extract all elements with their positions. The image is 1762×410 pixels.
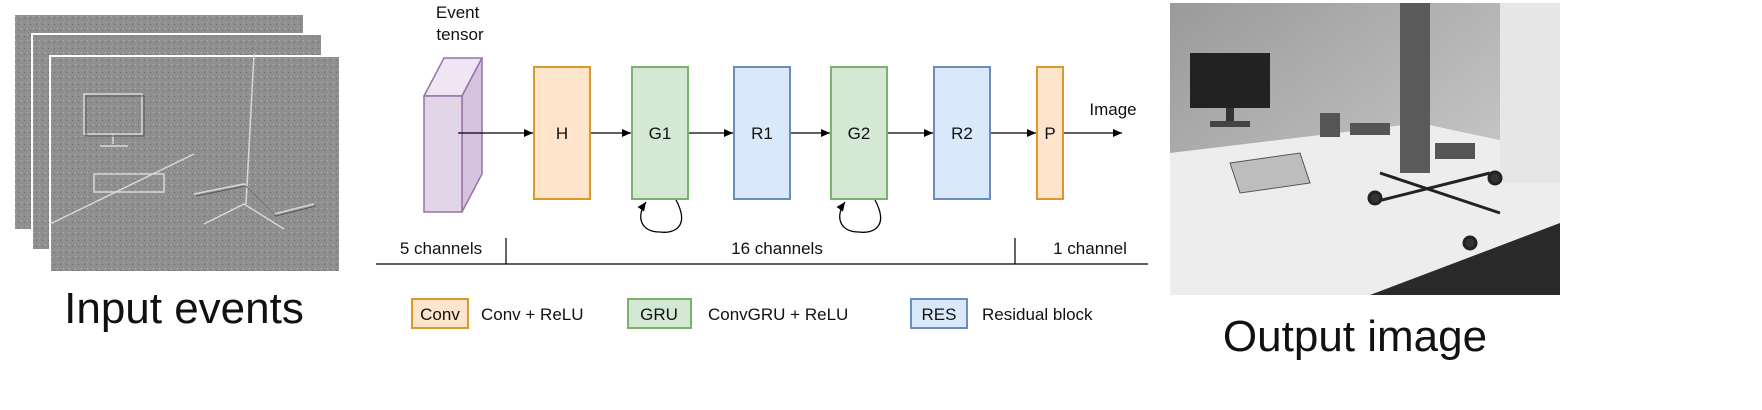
block-r1-label: R1 [751,124,773,143]
block-h-label: H [556,124,568,143]
block-g2 [830,66,888,200]
channels-label-16: 16 channels [731,239,823,258]
block-g1-label: G1 [649,124,672,143]
output-image-caption: Output image [1222,312,1488,361]
legend: Conv Conv + ReLU GRU ConvGRU + ReLU RES … [411,298,1093,329]
channels-label-1: 1 channel [1053,239,1127,258]
event-tensor-box [422,57,484,213]
input-events-caption: Input events [64,284,304,333]
output-image-graphic [1170,3,1560,295]
channels-label-5: 5 channels [400,239,482,258]
legend-res-swatch [910,298,968,329]
legend-conv-text: Conv + ReLU [481,305,584,324]
block-r2 [933,66,991,200]
recurrent-loop-g2 [836,199,882,233]
recurrent-loop-g1 [637,199,683,233]
block-r1 [733,66,791,200]
event-tensor-label: Event tensor [436,3,484,44]
block-r2-label: R2 [951,124,973,143]
block-h [533,66,591,200]
legend-gru-swatch [627,298,692,329]
block-p [1036,66,1064,200]
event-frames-graphic [14,14,341,273]
legend-gru-text: ConvGRU + ReLU [708,305,848,324]
legend-res-tag: RES [922,305,957,324]
block-g2-label: G2 [848,124,871,143]
legend-gru-tag: GRU [640,305,678,324]
legend-conv-swatch [411,298,469,329]
legend-res-text: Residual block [982,305,1093,324]
block-p-label: P [1044,124,1055,143]
legend-conv-tag: Conv [420,305,460,324]
block-g1 [631,66,689,200]
image-output-label: Image [1089,100,1136,119]
input-events-stack [14,14,344,274]
output-image [1170,3,1560,295]
